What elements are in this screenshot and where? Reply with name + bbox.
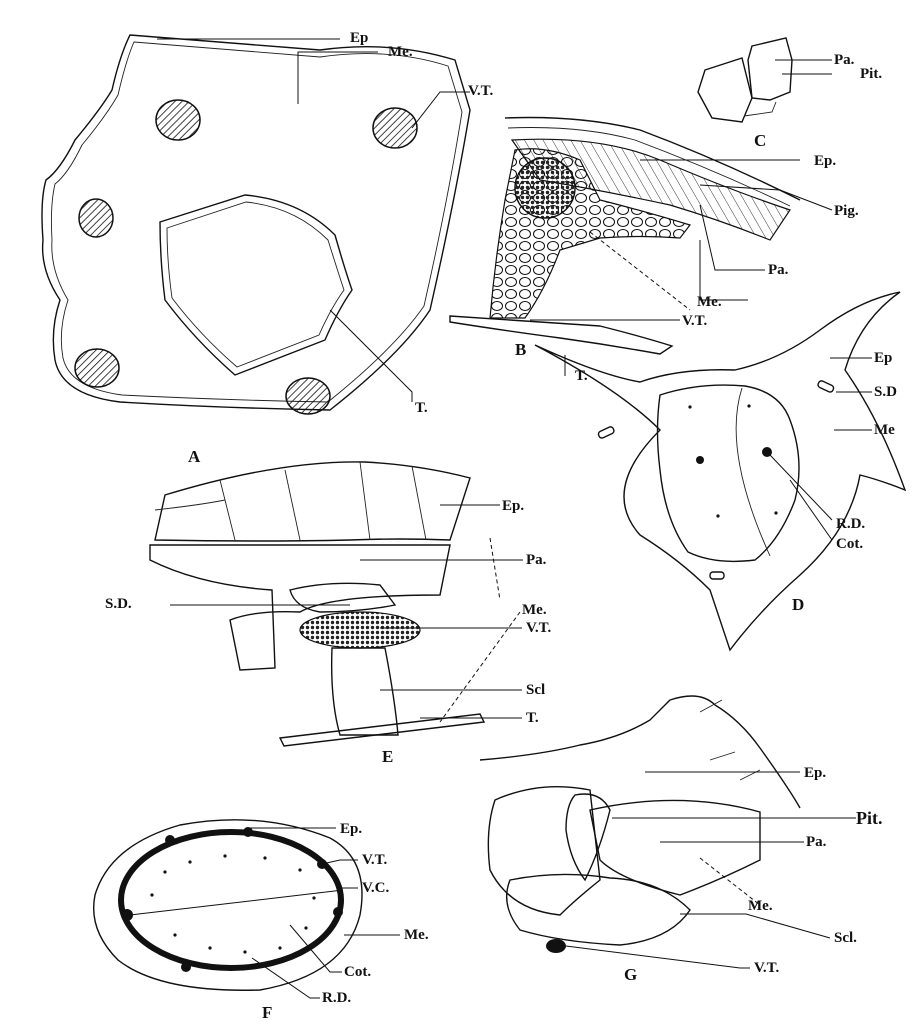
panel-f-letter: F [262, 1003, 272, 1022]
panel-d-label-me: Me [874, 422, 895, 438]
panel-b-label-me: Me. [697, 294, 722, 310]
panel-b: Ep. Pig. Pa. Me. V.T. T. B [450, 118, 859, 385]
panel-c-letter: C [754, 131, 766, 150]
panel-c-label-pit: Pit. [860, 66, 882, 82]
panel-f-label-rd: R.D. [322, 990, 351, 1006]
panel-e-letter: E [382, 747, 393, 766]
panel-f-label-ep: Ep. [340, 821, 362, 837]
panel-e-epidermis [155, 462, 470, 541]
panel-g-label-me: Me. [748, 898, 773, 914]
panel-e-label-sd: S.D. [105, 596, 132, 612]
panel-e-label-ep: Ep. [502, 498, 524, 514]
panel-e-trabecula [280, 714, 484, 746]
panel-d: Ep S.D Me R.D. Cot. D [535, 292, 905, 650]
panel-a-label-ep: Ep [350, 30, 368, 46]
panel-e-label-me: Me. [522, 602, 547, 618]
panel-d-outline [535, 292, 905, 650]
panel-b-label-vt: V.T. [682, 313, 708, 329]
panel-b-label-t: T. [575, 368, 588, 384]
panel-b-label-ep: Ep. [814, 153, 836, 169]
panel-g-label-pa: Pa. [806, 834, 827, 850]
panel-b-label-pig: Pig. [834, 203, 859, 219]
panel-f-vascular-cylinder [121, 832, 341, 968]
panel-a-letter: A [188, 447, 201, 466]
panel-e-secretory-duct [290, 583, 395, 612]
panel-e-vascular-trace [300, 612, 420, 648]
panel-g-label-ep: Ep. [804, 765, 826, 781]
panel-f-vascular-trace [181, 962, 191, 972]
panel-f-label-vt: V.T. [362, 852, 388, 868]
panel-a-vascular-trace [156, 100, 200, 140]
panel-d-resin-duct [696, 456, 704, 464]
panel-e-label-t: T. [526, 710, 539, 726]
panel-g-mesophyll [488, 787, 600, 915]
panel-d-label-sd: S.D [874, 384, 897, 400]
panel-d-letter: D [792, 595, 804, 614]
panel-a: Ep Me. V.T. T. A [42, 30, 494, 466]
panel-a-label-t: T. [415, 400, 428, 416]
panel-a-label-vt: V.T. [468, 83, 494, 99]
panel-d-label-cot: Cot. [836, 536, 863, 552]
panel-d-label-ep: Ep [874, 350, 892, 366]
panel-f-label-cot: Cot. [344, 964, 371, 980]
panel-f-vascular-trace [165, 835, 175, 845]
panel-a-vascular-trace [79, 199, 113, 237]
panel-g-vascular-trace [546, 939, 566, 953]
panel-b-trabecula [450, 316, 672, 354]
panel-f: Ep. V.T. V.C. Me. Cot. R.D. F [94, 820, 429, 1022]
panel-c: Pa. Pit. C [698, 38, 882, 150]
panel-e-label-scl: Scl [526, 682, 545, 698]
panel-e-label-vt: V.T. [526, 620, 552, 636]
panel-b-vascular-trace [515, 158, 575, 218]
panel-d-cotyledon [658, 385, 800, 561]
panel-e-label-pa: Pa. [526, 552, 547, 568]
panel-f-label-vc: V.C. [362, 880, 389, 896]
panel-a-vascular-trace [75, 349, 119, 387]
panel-a-vascular-trace [373, 108, 417, 148]
panel-c-cell-right [748, 38, 792, 100]
panel-b-label-pa: Pa. [768, 262, 789, 278]
panel-g-letter: G [624, 965, 637, 984]
panel-a-central-cavity [160, 195, 352, 375]
panel-e-palisade [150, 545, 450, 670]
panel-c-label-pa: Pa. [834, 52, 855, 68]
panel-f-label-me: Me. [404, 927, 429, 943]
panel-f-vascular-trace [333, 907, 343, 917]
panel-g-label-vt: V.T. [754, 960, 780, 976]
panel-e-sclerenchyma [332, 648, 398, 735]
panel-b-letter: B [515, 340, 526, 359]
panel-g-label-scl: Scl. [834, 930, 857, 946]
panel-a-vascular-trace [286, 378, 330, 414]
panel-g-palisade [590, 800, 760, 895]
panel-d-secretory-duct [817, 380, 834, 393]
panel-d-secretory-duct [597, 426, 614, 439]
panel-g-label-pit: Pit. [856, 808, 883, 828]
panel-c-cell-left [698, 58, 752, 122]
panel-g: Ep. Pit. Pa. Me. Scl. V.T. G [480, 696, 883, 984]
panel-d-secretory-duct [710, 572, 724, 579]
panel-e: Ep. Pa. Me. S.D. V.T. Scl T. E [105, 462, 552, 766]
panel-d-label-rd: R.D. [836, 516, 865, 532]
panel-a-label-me: Me. [388, 44, 413, 60]
